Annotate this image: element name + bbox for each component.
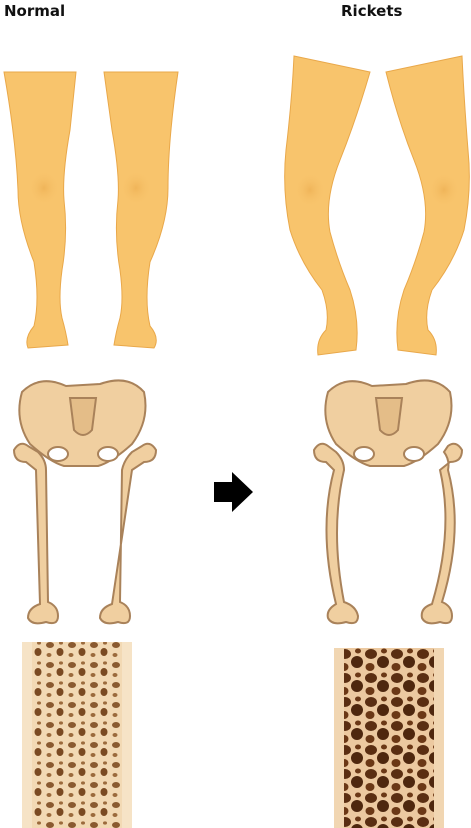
rickets-left-cortex	[334, 648, 344, 828]
normal-left-femur	[14, 444, 58, 624]
normal-left-knee	[28, 170, 60, 206]
rickets-trabecular-bone	[334, 648, 444, 828]
normal-legs	[4, 72, 178, 348]
rickets-left-leg	[285, 56, 370, 355]
normal-right-leg	[104, 72, 178, 348]
normal-left-foramen	[48, 447, 68, 461]
rickets-left-knee	[294, 172, 326, 208]
normal-sacrum	[70, 398, 96, 435]
normal-left-cortex	[22, 642, 32, 828]
normal-right-femur	[100, 444, 156, 624]
normal-right-foramen	[98, 447, 118, 461]
normal-right-knee	[120, 170, 152, 206]
right-arrow-icon	[214, 472, 253, 512]
rickets-right-foramen	[404, 447, 424, 461]
rickets-right-leg	[386, 56, 469, 355]
rickets-right-knee	[428, 172, 460, 208]
normal-right-cortex	[122, 642, 132, 828]
rickets-legs	[285, 56, 470, 355]
rickets-bone-section	[334, 648, 444, 828]
rickets-skeleton	[314, 380, 462, 623]
rickets-left-femur	[314, 444, 358, 624]
normal-skeleton	[14, 380, 156, 623]
normal-left-leg	[4, 72, 76, 348]
normal-bone-section	[22, 642, 132, 828]
rickets-sacrum	[376, 398, 402, 435]
rickets-right-femur	[422, 444, 462, 624]
rickets-left-foramen	[354, 447, 374, 461]
rickets-right-cortex	[434, 648, 444, 828]
normal-trabecular-bone	[22, 642, 132, 828]
